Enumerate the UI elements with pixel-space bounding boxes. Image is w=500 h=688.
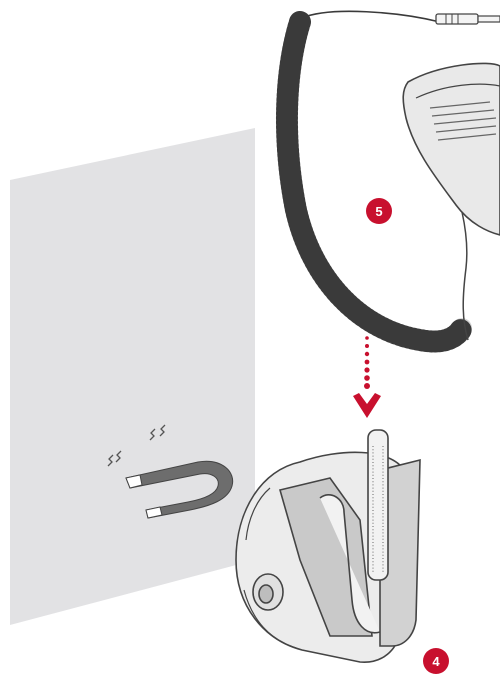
mounting-holder [236, 430, 420, 662]
chevron-down-icon [353, 393, 381, 418]
wall-panel [10, 128, 255, 625]
step-badge-5: 5 [366, 198, 392, 224]
speaker-microphone [403, 63, 500, 340]
jack-plug [436, 14, 500, 24]
belt-clip-tongue [368, 430, 388, 580]
step-badge-4: 4 [423, 648, 449, 674]
step-badge-5-label: 5 [375, 204, 382, 219]
dotted-down-arrow [353, 336, 381, 418]
step-badge-4-label: 4 [432, 654, 440, 669]
